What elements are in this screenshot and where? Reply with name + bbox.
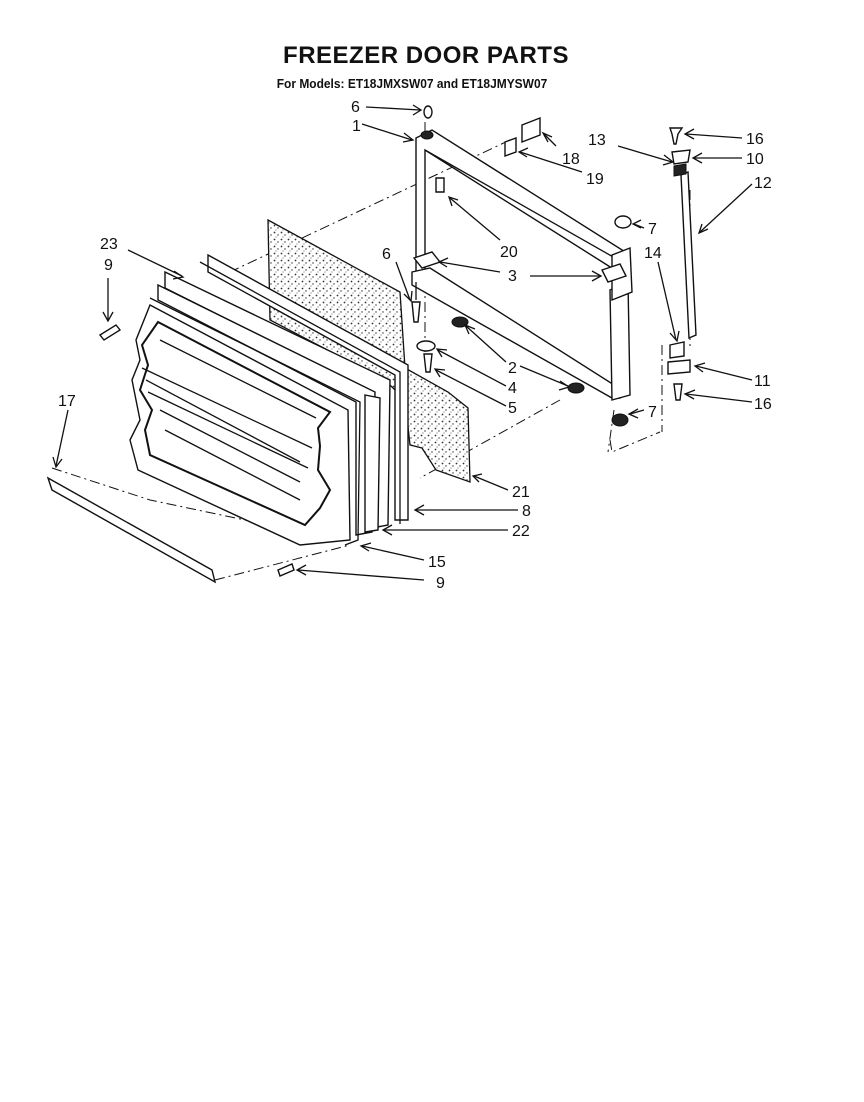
bushing-14 xyxy=(669,341,685,359)
callout-4: 4 xyxy=(508,380,517,397)
door-frame xyxy=(411,129,633,401)
hinge-10 xyxy=(671,149,691,165)
callout-7a: 7 xyxy=(648,221,657,238)
callout-16a: 16 xyxy=(746,131,764,148)
callout-6b: 6 xyxy=(382,246,391,263)
callout-9a: 9 xyxy=(104,257,113,274)
screw-16-bottom xyxy=(673,383,683,401)
page-title: FREEZER DOOR PARTS xyxy=(283,42,569,69)
cap-7-top xyxy=(614,215,632,229)
plug-20 xyxy=(435,177,445,193)
callout-22: 22 xyxy=(512,523,530,540)
callout-14: 14 xyxy=(644,245,662,262)
shim-18 xyxy=(521,116,541,144)
callout-16b: 16 xyxy=(754,396,772,413)
callout-13: 13 xyxy=(588,132,606,149)
callout-9b: 9 xyxy=(436,575,445,592)
door-gaskets xyxy=(149,253,409,546)
hinge-11 xyxy=(667,359,691,375)
screw-6-mid xyxy=(411,301,421,323)
shim-19 xyxy=(504,137,517,157)
hinge-rod xyxy=(680,170,697,340)
callout-20: 20 xyxy=(500,244,518,261)
hinge-bushing-13 xyxy=(673,163,687,177)
bushing-1 xyxy=(420,130,434,140)
callout-18: 18 xyxy=(562,151,580,168)
callout-21: 21 xyxy=(512,484,530,501)
bottom-trim-strip xyxy=(46,476,217,584)
pin-5 xyxy=(423,353,433,373)
callout-labels: 6 1 13 16 18 10 19 12 7 20 23 9 6 3 14 2… xyxy=(58,99,772,592)
door-inner-liner xyxy=(129,304,351,546)
washer-4 xyxy=(416,340,436,352)
cap-7-bottom xyxy=(611,413,629,427)
callout-3: 3 xyxy=(508,268,517,285)
callout-11: 11 xyxy=(754,373,771,390)
stop-2-b xyxy=(567,382,585,394)
callout-2: 2 xyxy=(508,360,517,377)
callout-23: 23 xyxy=(100,236,118,253)
stop-2-a xyxy=(451,316,469,328)
page-subtitle: For Models: ET18JMXSW07 and ET18JMYSW07 xyxy=(276,76,548,91)
callout-1: 1 xyxy=(352,118,361,135)
callout-19: 19 xyxy=(586,171,604,188)
screw-9-left xyxy=(98,324,122,341)
callout-8: 8 xyxy=(522,503,531,520)
callout-5: 5 xyxy=(508,400,517,417)
callout-17: 17 xyxy=(58,393,76,410)
callout-15: 15 xyxy=(428,554,446,571)
bracket-3-right xyxy=(601,263,627,283)
screw-6-top xyxy=(423,105,433,119)
callout-10: 10 xyxy=(746,151,764,168)
screw-16-top xyxy=(669,127,684,145)
callout-6a: 6 xyxy=(351,99,360,116)
callout-7b: 7 xyxy=(648,404,657,421)
callout-12: 12 xyxy=(754,175,772,192)
screw-9-bottom xyxy=(277,563,295,577)
hardware-parts xyxy=(98,105,691,577)
leader-lines xyxy=(52,104,753,581)
